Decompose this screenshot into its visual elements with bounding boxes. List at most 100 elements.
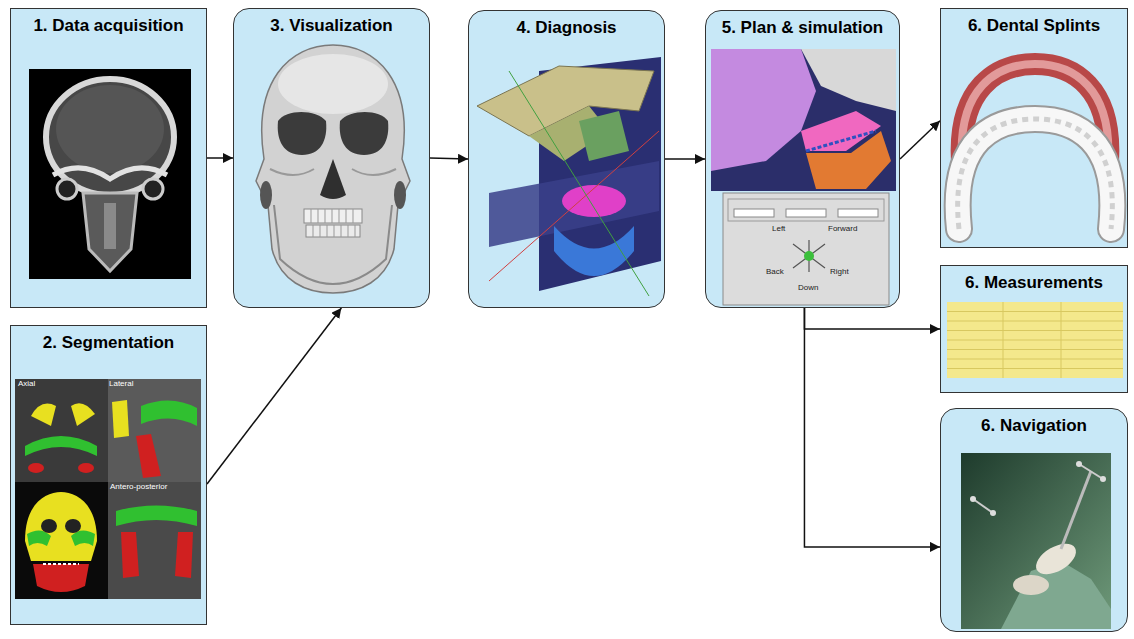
ct-slice-image-part bbox=[56, 85, 164, 173]
plan-simulation-view-part bbox=[801, 111, 881, 151]
plan-simulation-view-part bbox=[723, 193, 889, 305]
stage-box: 6. Navigation bbox=[940, 408, 1128, 632]
segmentation-image-part bbox=[175, 532, 193, 578]
ct-slice-image-part bbox=[57, 179, 77, 199]
diagnosis-planes-part bbox=[489, 131, 659, 281]
dental-splints-image bbox=[941, 9, 1129, 249]
navigation-photo bbox=[941, 409, 1129, 633]
plan-simulation-view-part bbox=[711, 49, 816, 171]
diagnosis-planes bbox=[469, 11, 666, 309]
plan-simulation-view bbox=[706, 11, 901, 309]
dental-splints-image-part bbox=[958, 119, 1113, 229]
segmentation-image-part bbox=[71, 530, 95, 546]
navigation-photo-part bbox=[961, 453, 1111, 629]
flow-arrow bbox=[804, 308, 940, 547]
diagnosis-planes-part bbox=[562, 185, 626, 217]
dental-splints-image-part bbox=[962, 64, 1109, 174]
diagnosis-planes-part bbox=[529, 106, 609, 161]
segmentation-image bbox=[11, 326, 208, 626]
flow-arrow bbox=[430, 158, 468, 159]
ct-slice-image-part bbox=[46, 79, 174, 195]
flow-arrow bbox=[207, 308, 341, 484]
dental-splints-image-part bbox=[958, 119, 1113, 229]
diagnosis-planes-part bbox=[579, 111, 629, 161]
segmentation-image-part bbox=[28, 463, 44, 473]
flow-arrow bbox=[900, 121, 940, 159]
view-label: Lateral bbox=[109, 380, 133, 389]
skull-render-part bbox=[352, 169, 396, 175]
stage-box: 6. Dental Splints bbox=[940, 8, 1128, 248]
segmentation-image-part bbox=[31, 404, 56, 426]
skull-render-part bbox=[313, 225, 355, 237]
flow-arrow bbox=[665, 158, 705, 160]
segmentation-image-part bbox=[15, 379, 108, 482]
stage-box: 1. Data acquisition bbox=[10, 8, 207, 308]
segmentation-image-part bbox=[112, 400, 129, 438]
view-label: Forward bbox=[828, 225, 857, 234]
diagnosis-planes-part bbox=[489, 161, 659, 247]
ct-slice-image-part bbox=[53, 168, 167, 179]
stage-title: 6. Measurements bbox=[965, 266, 1103, 293]
segmentation-image-part bbox=[108, 379, 201, 482]
skull-render-part bbox=[304, 209, 362, 223]
plan-simulation-view-part bbox=[786, 209, 826, 217]
skull-render-part bbox=[320, 159, 346, 199]
navigation-photo-part bbox=[1001, 561, 1111, 629]
skull-render-part bbox=[278, 54, 388, 114]
view-label: Back bbox=[766, 268, 784, 277]
ct-slice-image-part bbox=[29, 69, 191, 279]
stage-title: 5. Plan & simulation bbox=[722, 11, 884, 38]
plan-simulation-view-part bbox=[806, 131, 876, 151]
navigation-photo-part bbox=[1061, 471, 1091, 549]
stage-box: 4. Diagnosis bbox=[468, 10, 665, 308]
navigation-photo-part bbox=[1013, 575, 1049, 595]
stage-box: 6. Measurements bbox=[940, 265, 1128, 393]
diagnosis-planes-part bbox=[509, 71, 649, 296]
plan-simulation-view-part bbox=[793, 240, 825, 272]
skull-render-part bbox=[274, 205, 392, 284]
segmentation-image-part bbox=[78, 463, 94, 473]
view-label: Down bbox=[798, 284, 818, 293]
skull-render-part bbox=[278, 112, 327, 155]
dental-splints-image-part bbox=[962, 64, 1109, 174]
navigation-photo-part bbox=[970, 496, 976, 502]
segmentation-image-part bbox=[27, 530, 51, 546]
navigation-photo-part bbox=[1100, 476, 1106, 482]
stage-box: 3. Visualization bbox=[233, 8, 430, 308]
segmentation-image-part bbox=[141, 400, 197, 426]
view-label: Left bbox=[772, 225, 785, 234]
segmentation-image-part bbox=[25, 436, 97, 456]
navigation-photo-part bbox=[1079, 464, 1103, 479]
skull-render-part bbox=[306, 225, 360, 237]
segmentation-image-part bbox=[136, 434, 161, 478]
stage-title: 6. Navigation bbox=[981, 409, 1087, 436]
plan-simulation-view-part bbox=[838, 209, 878, 217]
navigation-photo-part bbox=[1031, 538, 1081, 581]
ct-slice-image bbox=[11, 9, 208, 309]
ct-slice-image-part bbox=[104, 203, 116, 249]
skull-render-part bbox=[270, 169, 314, 175]
measurement-table-image-part bbox=[947, 312, 1123, 369]
view-label: Right bbox=[830, 268, 849, 277]
ct-slice-image-part bbox=[143, 179, 163, 199]
skull-render-part bbox=[311, 209, 353, 223]
view-label: Axial bbox=[18, 380, 35, 389]
plan-simulation-view-part bbox=[734, 209, 774, 217]
diagnosis-planes-part bbox=[539, 57, 661, 291]
segmentation-image-part bbox=[33, 564, 89, 592]
skull-render bbox=[234, 9, 431, 309]
stage-title: 3. Visualization bbox=[270, 9, 393, 36]
ct-slice-image-part bbox=[83, 193, 137, 271]
stage-title: 1. Data acquisition bbox=[33, 9, 183, 36]
segmentation-image-part bbox=[25, 492, 97, 561]
segmentation-image-part bbox=[15, 482, 108, 599]
stage-box: 2. Segmentation bbox=[10, 325, 207, 625]
plan-simulation-view-part bbox=[711, 49, 896, 191]
stage-title: 4. Diagnosis bbox=[516, 11, 616, 38]
diagnosis-planes-part bbox=[554, 226, 634, 276]
skull-render-part bbox=[394, 181, 406, 209]
segmentation-image-part bbox=[71, 403, 95, 426]
plan-simulation-view-part bbox=[806, 131, 891, 189]
plan-simulation-view-part bbox=[801, 49, 896, 111]
segmentation-image-part bbox=[43, 563, 79, 565]
